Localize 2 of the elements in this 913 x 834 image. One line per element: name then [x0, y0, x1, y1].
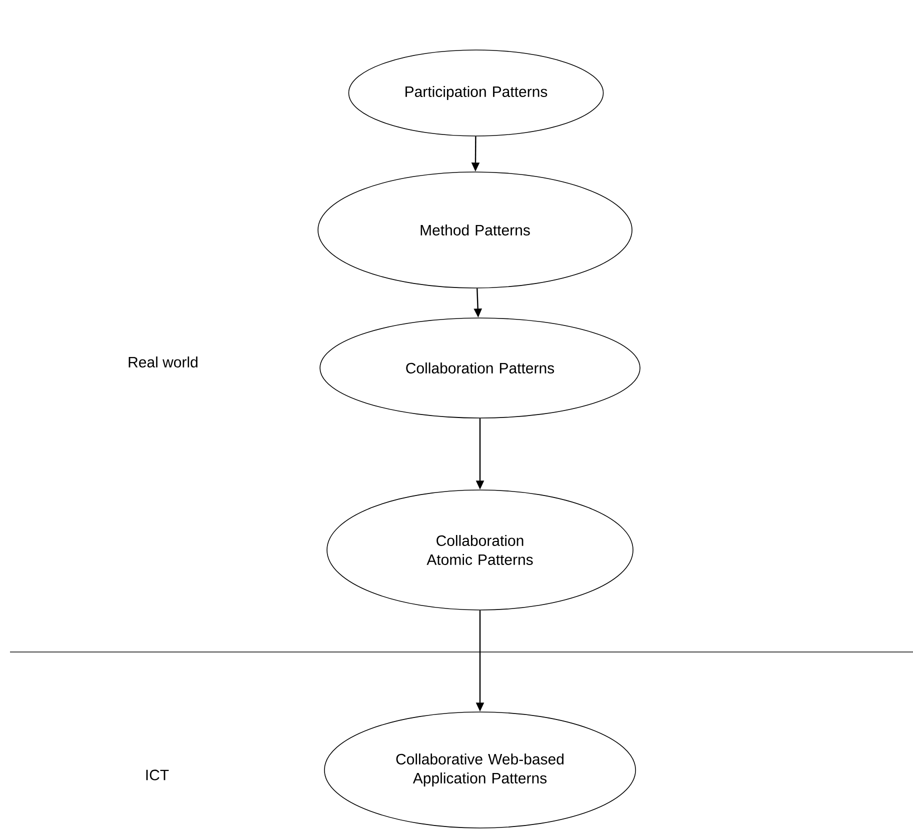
region-label: ICT — [146, 770, 169, 780]
region-label: Real world — [128, 356, 198, 368]
